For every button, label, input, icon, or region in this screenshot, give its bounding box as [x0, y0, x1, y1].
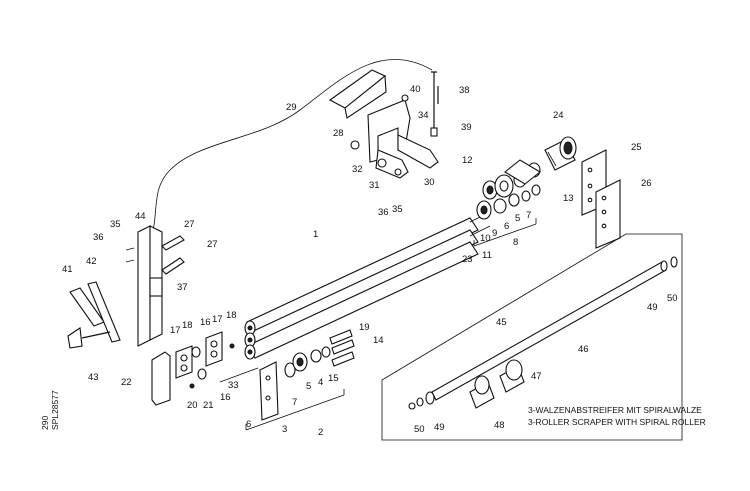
callout-47: 47 — [531, 371, 542, 382]
callout-49: 49 — [434, 422, 445, 433]
callout-1: 1 — [313, 229, 318, 240]
callout-36: 36 — [93, 232, 104, 243]
callout-30: 30 — [424, 177, 435, 188]
callout-35: 35 — [110, 219, 121, 230]
callout-16: 16 — [200, 317, 211, 328]
callout-21: 21 — [203, 400, 214, 411]
callout-9: 9 — [492, 228, 497, 239]
callout-32: 32 — [352, 164, 363, 175]
drawing-reference: SPL28577 290 — [40, 390, 60, 430]
callout-27: 27 — [184, 219, 195, 230]
roller-assembly — [244, 211, 491, 360]
callout-18: 18 — [182, 320, 193, 331]
bracket-33 — [219, 367, 259, 383]
callout-14: 14 — [373, 335, 384, 346]
callout-26: 26 — [641, 178, 652, 189]
callout-28: 28 — [333, 128, 344, 139]
callout-3: 3 — [282, 424, 287, 435]
callout-40: 40 — [410, 84, 421, 95]
left-blades — [67, 281, 121, 349]
bowden-cable — [149, 59, 433, 241]
callout-45: 45 — [496, 317, 507, 328]
callout-31: 31 — [369, 180, 380, 191]
callout-38: 38 — [459, 85, 470, 96]
inset-frame — [381, 233, 683, 441]
left-side-plate — [137, 225, 163, 347]
callout-43: 43 — [88, 372, 99, 383]
top-bracket — [350, 71, 439, 179]
scraper-cover — [151, 351, 171, 406]
callout-18: 18 — [226, 310, 237, 321]
right-end-plate — [259, 361, 296, 421]
callout-17: 17 — [212, 314, 223, 325]
callout-46: 46 — [578, 344, 589, 355]
callout-48: 48 — [494, 420, 505, 431]
callout-22: 22 — [121, 377, 132, 388]
callout-37: 37 — [177, 282, 188, 293]
callout-27: 27 — [207, 239, 218, 250]
callout-44: 44 — [135, 211, 146, 222]
drive-coupling — [544, 136, 577, 171]
callout-5: 5 — [515, 213, 520, 224]
callout-12: 12 — [462, 155, 473, 166]
callout-15: 15 — [328, 373, 339, 384]
callout-39: 39 — [461, 122, 472, 133]
callout-6: 6 — [246, 419, 251, 430]
left-brackets — [125, 235, 185, 275]
callout-2: 2 — [318, 427, 323, 438]
callout-4: 4 — [318, 377, 323, 388]
callout-19: 19 — [359, 322, 370, 333]
lower-seal-stack — [292, 329, 355, 372]
callout-8: 8 — [513, 237, 518, 248]
callout-25: 25 — [631, 142, 642, 153]
drawing-code: SPL28577 — [50, 390, 60, 430]
right-bearing-stack — [476, 159, 541, 220]
spiral-roller — [408, 256, 678, 410]
bracket-2 — [245, 389, 345, 431]
inset-caption-german: 3-WALZENABSTREIFER MIT SPIRALWALZE — [528, 405, 702, 415]
callout-36: 36 — [378, 207, 389, 218]
callout-20: 20 — [187, 400, 198, 411]
callout-35: 35 — [392, 204, 403, 215]
callout-42: 42 — [86, 256, 97, 267]
callout-24: 24 — [553, 110, 564, 121]
bracket-8 — [473, 218, 537, 247]
callout-34: 34 — [418, 110, 429, 121]
callout-5: 5 — [306, 381, 311, 392]
inset-caption-english: 3-ROLLER SCRAPER WITH SPIRAL ROLLER — [528, 417, 706, 427]
spiral-roller-sleeves — [469, 359, 525, 409]
callout-49: 49 — [647, 302, 658, 313]
callout-33: 33 — [228, 380, 239, 391]
callout-7: 7 — [292, 397, 297, 408]
top-scraper-blade — [328, 69, 387, 119]
left-bearing-stack — [175, 331, 235, 389]
callout-16: 16 — [220, 392, 231, 403]
callout-29: 29 — [286, 102, 297, 113]
callout-50: 50 — [667, 293, 678, 304]
callout-23: 23 — [462, 254, 473, 265]
callout-17: 17 — [170, 325, 181, 336]
callout-41: 41 — [62, 264, 73, 275]
callout-6: 6 — [504, 221, 509, 232]
callout-11: 11 — [482, 250, 492, 261]
callout-10: 10 — [480, 233, 491, 244]
drawing-number: 290 — [40, 416, 50, 430]
callout-7: 7 — [526, 210, 531, 221]
callout-13: 13 — [563, 193, 574, 204]
callout-50: 50 — [414, 424, 425, 435]
